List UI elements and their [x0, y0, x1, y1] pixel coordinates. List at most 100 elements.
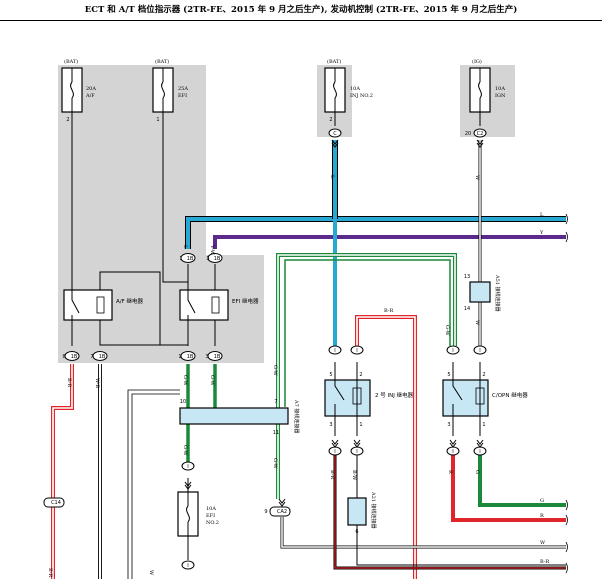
wire-L-bus: [185, 216, 566, 249]
svg-text:(BAT): (BAT): [64, 58, 78, 65]
svg-text:1: 1: [178, 354, 181, 360]
svg-text:CA2: CA2: [277, 509, 287, 515]
svg-text:G-W: G-W: [182, 375, 188, 387]
wire-B-R-loop: [355, 315, 417, 579]
wire-labels: L L Y L V-W W W G-W G-W B-R B-R W-B G-W …: [47, 175, 549, 577]
svg-text:2: 2: [66, 117, 69, 123]
svg-text:IGN: IGN: [495, 93, 506, 99]
svg-text:W: W: [540, 540, 546, 546]
svg-text:1: 1: [482, 422, 485, 428]
wire-R-right: [451, 455, 566, 522]
svg-text:G: G: [540, 498, 544, 504]
svg-text:I: I: [187, 464, 188, 470]
terminal-labels: C C2 20 1B 1B 1 3 1B 1B 1B 1B 8 7 1 3 I …: [51, 131, 483, 569]
svg-text:I: I: [187, 563, 188, 569]
svg-text:3: 3: [205, 354, 208, 360]
svg-text:L: L: [540, 212, 544, 218]
svg-text:14: 14: [464, 306, 470, 312]
relay-efi: EFI 继电器: [179, 289, 259, 321]
svg-text:G-W: G-W: [272, 458, 278, 470]
svg-text:3: 3: [447, 422, 450, 428]
terminals: [43, 128, 487, 570]
svg-text:NO.2: NO.2: [206, 520, 219, 526]
wire-breaks-right: [565, 213, 568, 574]
svg-text:A7 接线连接器: A7 接线连接器: [293, 399, 300, 433]
svg-text:EFI: EFI: [178, 93, 187, 99]
svg-text:1B: 1B: [214, 256, 221, 262]
svg-text:B-R: B-R: [329, 470, 335, 479]
fuse-inj: (BAT) 10A INJ NO.2 2: [324, 58, 373, 126]
svg-text:G-W: G-W: [209, 375, 215, 387]
svg-text:9: 9: [264, 509, 267, 515]
svg-text:B-R: B-R: [66, 378, 72, 387]
svg-text:10: 10: [180, 399, 186, 405]
svg-text:B-R: B-R: [47, 568, 53, 577]
svg-text:I: I: [334, 449, 335, 455]
svg-text:3: 3: [206, 256, 209, 262]
svg-text:G: G: [474, 470, 480, 474]
svg-text:1B: 1B: [187, 354, 194, 360]
svg-text:V-W: V-W: [209, 244, 215, 256]
svg-text:G-W: G-W: [182, 445, 188, 457]
relay-inj-no2: 5 2 3 1 2 号 INJ 继电器: [324, 362, 414, 436]
fuse-ign: (IG) 10A IGN: [469, 58, 506, 126]
svg-text:C2: C2: [477, 131, 484, 137]
svg-text:I: I: [356, 449, 357, 455]
svg-text:G-W: G-W: [444, 325, 450, 337]
svg-text:5: 5: [447, 372, 450, 378]
svg-text:5: 5: [329, 372, 332, 378]
svg-text:1B: 1B: [99, 354, 106, 360]
svg-text:6: 6: [355, 529, 358, 535]
page-title: ECT 和 A/T 档位指示器 (2TR-FE、2015 年 9 月之后生产),…: [84, 5, 518, 15]
svg-text:I: I: [452, 348, 453, 354]
svg-text:7: 7: [274, 399, 277, 405]
svg-text:EFI: EFI: [206, 513, 215, 519]
svg-text:C14: C14: [51, 500, 61, 506]
fuse-af: (BAT) 20A A/F 2: [61, 58, 96, 125]
gray-area-wiring: [71, 125, 216, 346]
svg-text:I: I: [479, 449, 480, 455]
svg-text:I: I: [334, 348, 335, 354]
junction-connector-a21: 6 A21 接线连接器: [347, 491, 377, 535]
title-rule: [0, 20, 602, 21]
svg-text:B-W: B-W: [351, 470, 357, 481]
svg-text:W: W: [474, 175, 480, 181]
wire-Y-bus: [213, 235, 566, 249]
svg-text:10A: 10A: [206, 506, 216, 512]
svg-text:2 号 INJ 继电器: 2 号 INJ 继电器: [375, 391, 414, 399]
svg-text:A/F: A/F: [85, 93, 95, 99]
junction-connector-a7: 10 7 11 A7 接线连接器: [179, 399, 300, 436]
svg-text:13: 13: [464, 274, 470, 280]
svg-text:2: 2: [482, 372, 485, 378]
svg-text:1: 1: [179, 256, 182, 262]
svg-text:25A: 25A: [178, 86, 188, 92]
svg-text:1B: 1B: [187, 256, 194, 262]
svg-text:(IG): (IG): [472, 58, 482, 65]
svg-text:1: 1: [156, 117, 159, 123]
svg-text:A51 接线连接器: A51 接线连接器: [494, 274, 501, 312]
wire-B-R-left: [51, 364, 74, 579]
wire-G-W-upper: [276, 253, 457, 499]
svg-text:1B: 1B: [214, 354, 221, 360]
svg-text:10A: 10A: [350, 86, 360, 92]
svg-text:3: 3: [329, 422, 332, 428]
svg-text:A21 接线连接器: A21 接线连接器: [370, 491, 377, 529]
svg-text:L: L: [182, 245, 188, 249]
svg-text:10A: 10A: [495, 86, 505, 92]
svg-text:C: C: [333, 131, 337, 137]
svg-text:C/OPN 继电器: C/OPN 继电器: [492, 391, 528, 399]
svg-text:11: 11: [273, 430, 279, 436]
svg-text:EFI 继电器: EFI 继电器: [232, 297, 259, 305]
svg-text:20A: 20A: [86, 86, 96, 92]
svg-text:2: 2: [359, 372, 362, 378]
svg-text:I: I: [452, 449, 453, 455]
wire-G-right: [478, 455, 566, 507]
relay-af: A/F 继电器: [63, 289, 144, 321]
svg-text:1B: 1B: [71, 354, 78, 360]
svg-text:B-R: B-R: [540, 559, 549, 565]
svg-text:W: W: [148, 570, 154, 576]
svg-text:A/F 继电器: A/F 继电器: [116, 297, 144, 305]
wire-W-bottom: [280, 455, 566, 570]
svg-text:1: 1: [359, 422, 362, 428]
